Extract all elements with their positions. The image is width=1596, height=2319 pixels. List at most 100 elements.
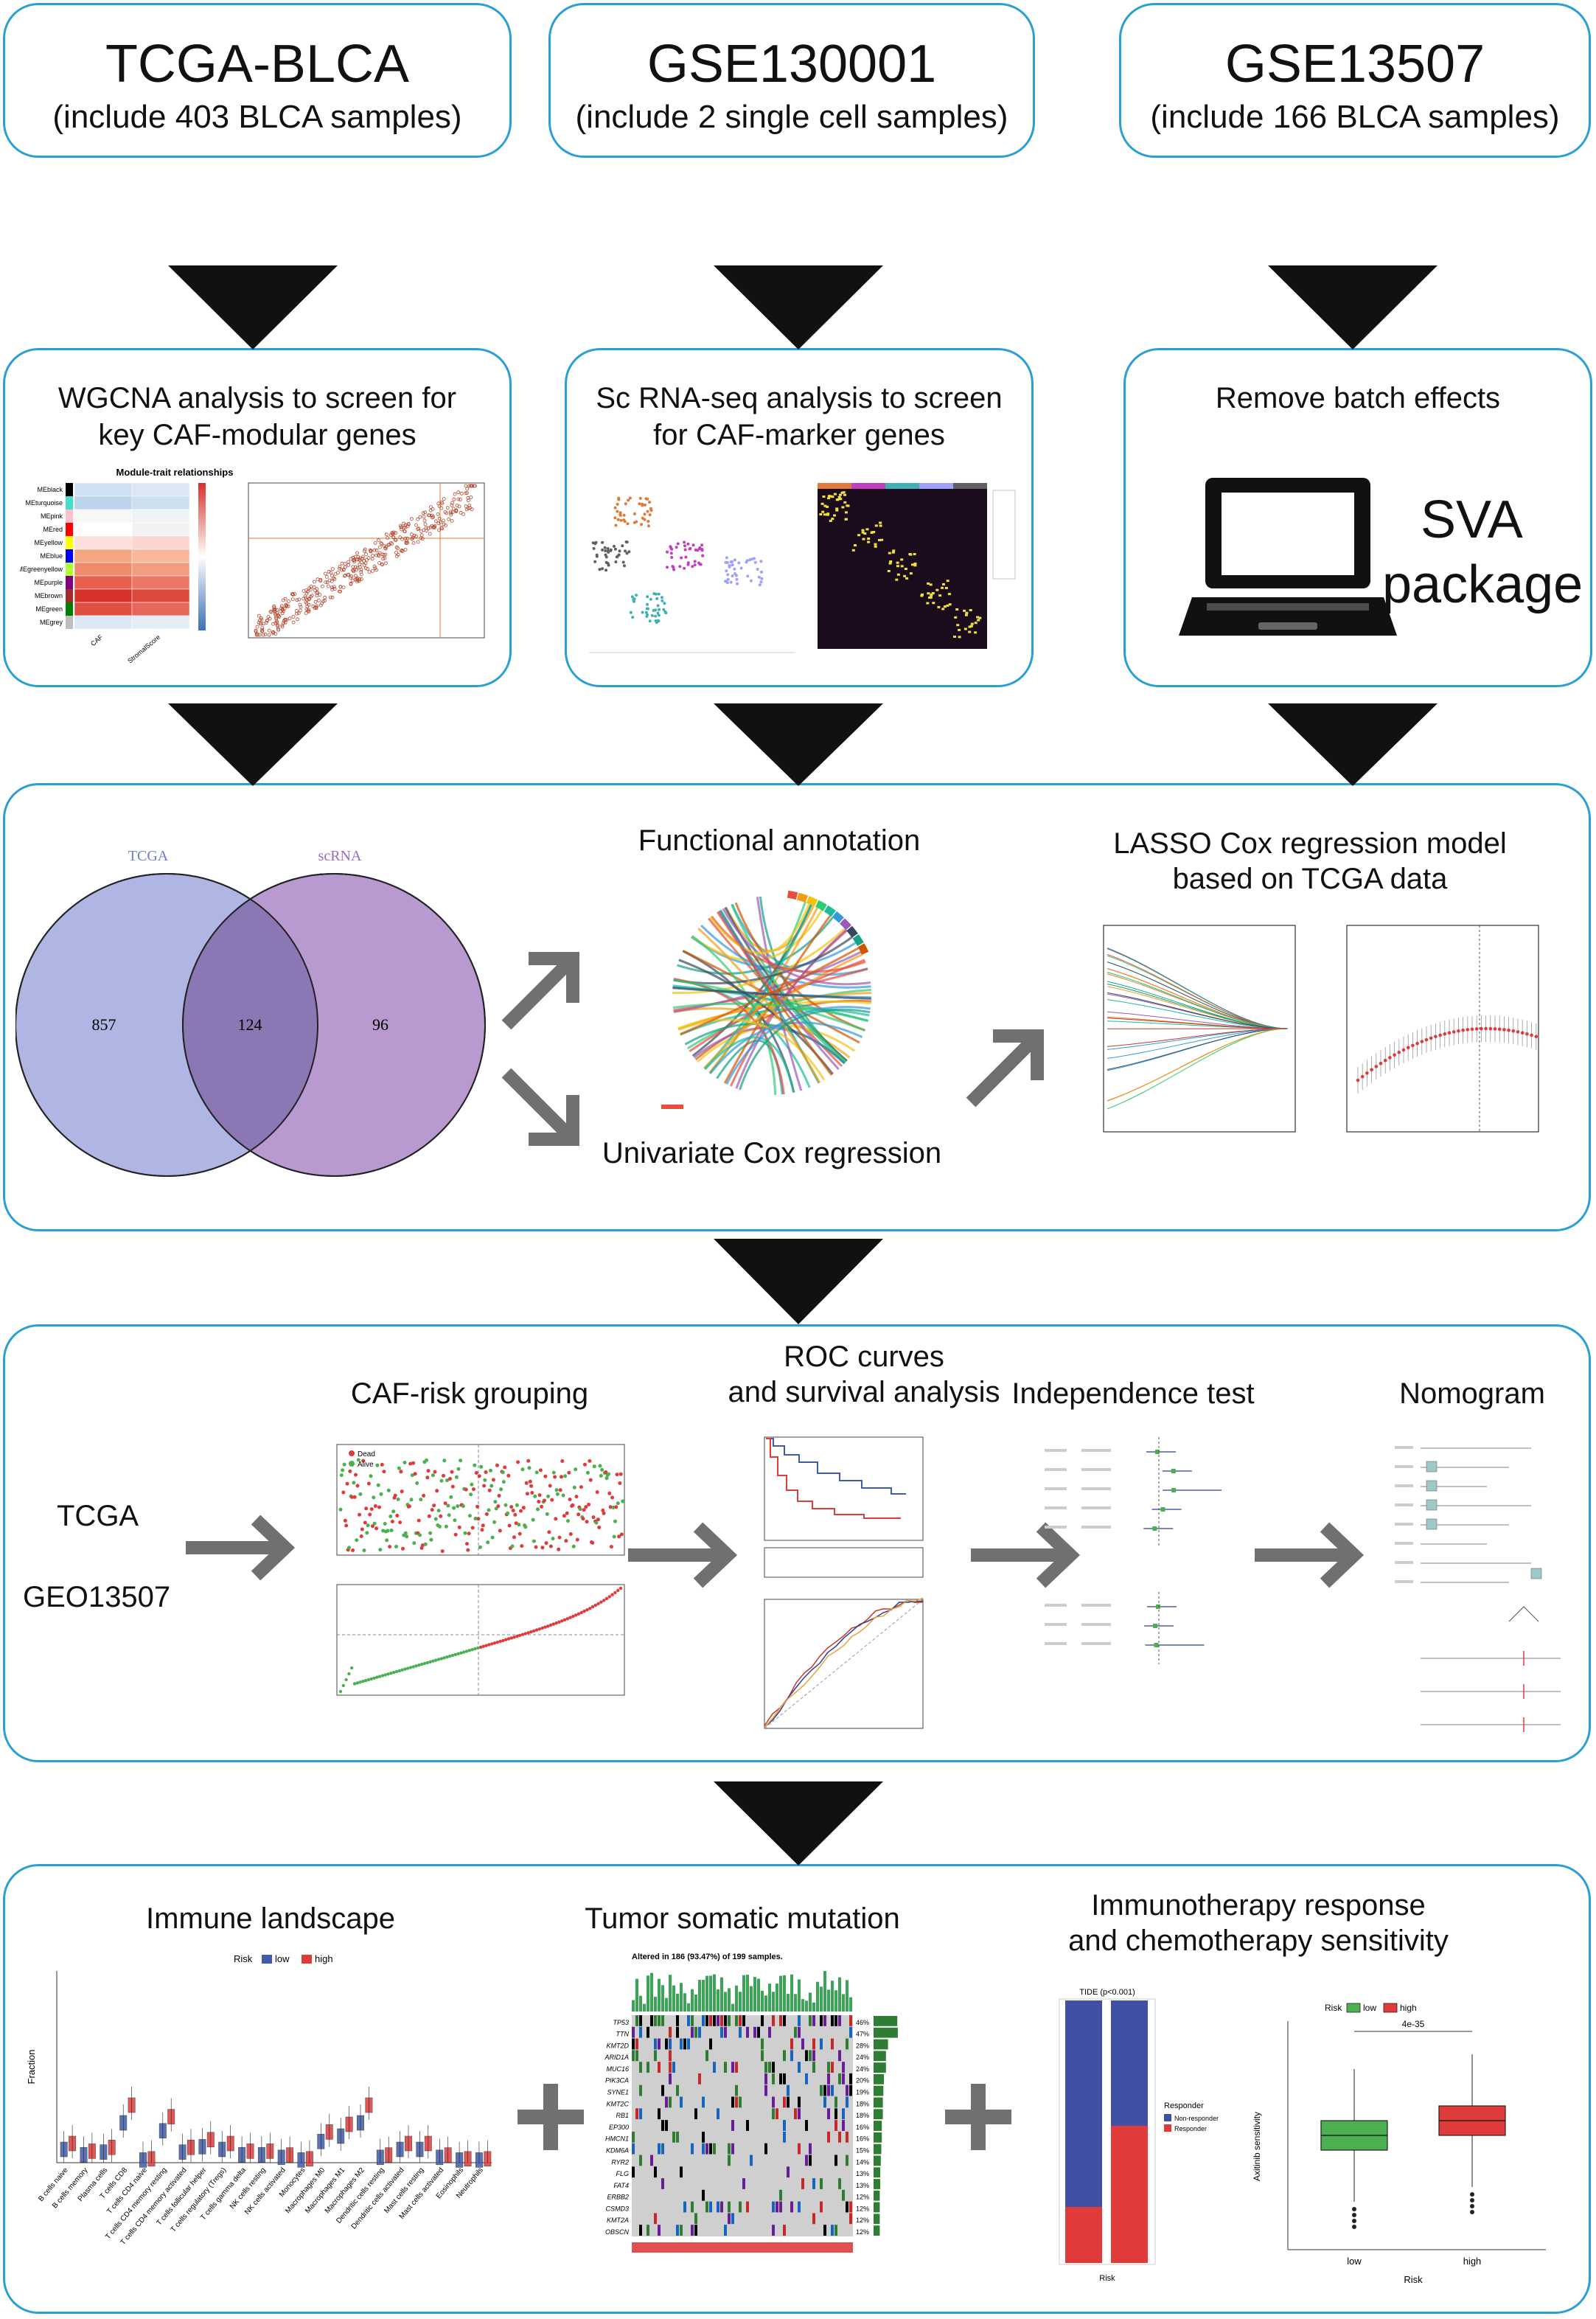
risk-score-point bbox=[534, 1628, 539, 1632]
forest-label bbox=[1045, 1526, 1067, 1529]
risk-dot bbox=[425, 1458, 428, 1462]
risk-dot bbox=[363, 1520, 367, 1525]
onco-top-bar bbox=[676, 1993, 679, 2012]
onco-cell bbox=[834, 2096, 837, 2108]
cell-point bbox=[701, 554, 705, 557]
cell-point bbox=[753, 560, 757, 564]
arrow-down-icon bbox=[1268, 703, 1438, 786]
heat-cell bbox=[969, 625, 973, 627]
cell-point bbox=[661, 596, 663, 599]
risk-score-point bbox=[372, 1676, 376, 1680]
risk-score-point bbox=[462, 1650, 466, 1654]
nomo-label bbox=[1395, 1465, 1413, 1468]
heat-cell bbox=[831, 496, 834, 498]
cv-point bbox=[1429, 1036, 1433, 1040]
onco-cell bbox=[831, 2085, 834, 2096]
risk-dot bbox=[400, 1489, 404, 1494]
gene-pct: 20% bbox=[856, 2077, 869, 2085]
heat-cell bbox=[74, 602, 133, 616]
venn-diagram: TCGA scRNA 857 124 96 bbox=[15, 848, 486, 1177]
wgcna-label-line2: key CAF-modular genes bbox=[98, 419, 417, 451]
cell-point bbox=[623, 564, 626, 568]
heat-cell bbox=[941, 608, 945, 611]
scatter-point bbox=[304, 597, 309, 602]
roc-label-line1: ROC curves bbox=[784, 1341, 944, 1373]
scatter-point bbox=[411, 541, 416, 545]
scatter-point bbox=[330, 574, 334, 578]
onco-cell bbox=[702, 2143, 705, 2155]
onco-top-bar bbox=[731, 2003, 734, 2012]
forest-value bbox=[1081, 1604, 1111, 1607]
forest-label bbox=[1045, 1487, 1067, 1490]
cell-point bbox=[648, 501, 652, 504]
arrow-up-right-icon bbox=[501, 952, 579, 1030]
onco-top-bar bbox=[639, 1995, 642, 2012]
onco-cell bbox=[761, 2050, 764, 2062]
risk-dot bbox=[484, 1470, 488, 1474]
risk-score-point bbox=[386, 1672, 390, 1676]
cv-point bbox=[1470, 1027, 1474, 1032]
legend-alive: Alive bbox=[358, 1461, 374, 1469]
gene-freq-bar bbox=[874, 2097, 883, 2108]
scatter-point bbox=[370, 554, 374, 557]
scatter-point bbox=[417, 526, 421, 531]
scatter-point bbox=[379, 541, 383, 546]
cell-point bbox=[664, 611, 668, 615]
scatter-point bbox=[312, 580, 316, 584]
scatter-point bbox=[383, 556, 387, 560]
lasso-path bbox=[1107, 1028, 1289, 1047]
scatter-point bbox=[423, 522, 428, 526]
risk-dot bbox=[548, 1484, 552, 1488]
risk-dot bbox=[446, 1503, 450, 1508]
onco-top-bar bbox=[842, 1994, 845, 2012]
scatter-point bbox=[459, 491, 464, 496]
heat-cell bbox=[904, 568, 907, 570]
risk-dot bbox=[369, 1474, 373, 1478]
chord-arc bbox=[797, 892, 808, 903]
onco-cell bbox=[665, 2038, 668, 2050]
scatter-point bbox=[443, 510, 447, 514]
scatter-point bbox=[377, 560, 382, 565]
onco-cell bbox=[790, 2038, 793, 2050]
risk-dot bbox=[354, 1473, 358, 1477]
risk-dot bbox=[456, 1467, 461, 1471]
scatter-point bbox=[372, 564, 377, 569]
risk-dot bbox=[525, 1492, 529, 1496]
heat-cell bbox=[861, 529, 865, 532]
onco-top-bar bbox=[694, 1995, 697, 2012]
risk-dot bbox=[396, 1497, 400, 1501]
onco-cell bbox=[849, 2026, 852, 2038]
risk-dot bbox=[528, 1479, 532, 1484]
risk-score-point bbox=[338, 1689, 343, 1694]
scatter-point bbox=[267, 633, 271, 637]
risk-dot bbox=[523, 1525, 528, 1529]
risk-dot bbox=[426, 1469, 431, 1473]
scatter-point bbox=[419, 529, 423, 533]
scatter-point bbox=[276, 627, 281, 632]
onco-cell bbox=[731, 2062, 734, 2073]
risk-dot bbox=[395, 1514, 400, 1517]
onco-cell bbox=[728, 2155, 731, 2166]
cv-point bbox=[1379, 1061, 1383, 1065]
risk-dot bbox=[368, 1512, 372, 1517]
risk-dot bbox=[557, 1535, 562, 1540]
scatter-point bbox=[447, 517, 451, 521]
lasso-plots bbox=[1103, 925, 1539, 1133]
risk-dot bbox=[375, 1463, 380, 1467]
heat-cell bbox=[845, 518, 848, 521]
cv-point bbox=[1424, 1037, 1429, 1042]
risk-score-point bbox=[515, 1634, 519, 1638]
gene-pct: 28% bbox=[856, 2042, 869, 2049]
risk-dot bbox=[467, 1514, 472, 1518]
chord-diagram bbox=[661, 890, 872, 1109]
risk-dot bbox=[602, 1511, 606, 1515]
onco-cell bbox=[691, 2143, 694, 2155]
risk-score-point bbox=[607, 1595, 611, 1599]
chord-link bbox=[703, 953, 863, 1069]
cell-point bbox=[733, 567, 736, 571]
forest-point bbox=[1155, 1450, 1160, 1454]
cell-point bbox=[593, 542, 597, 546]
cluster-bar bbox=[885, 483, 919, 489]
cell-point bbox=[644, 611, 648, 614]
onco-top-bar bbox=[805, 2000, 808, 2012]
